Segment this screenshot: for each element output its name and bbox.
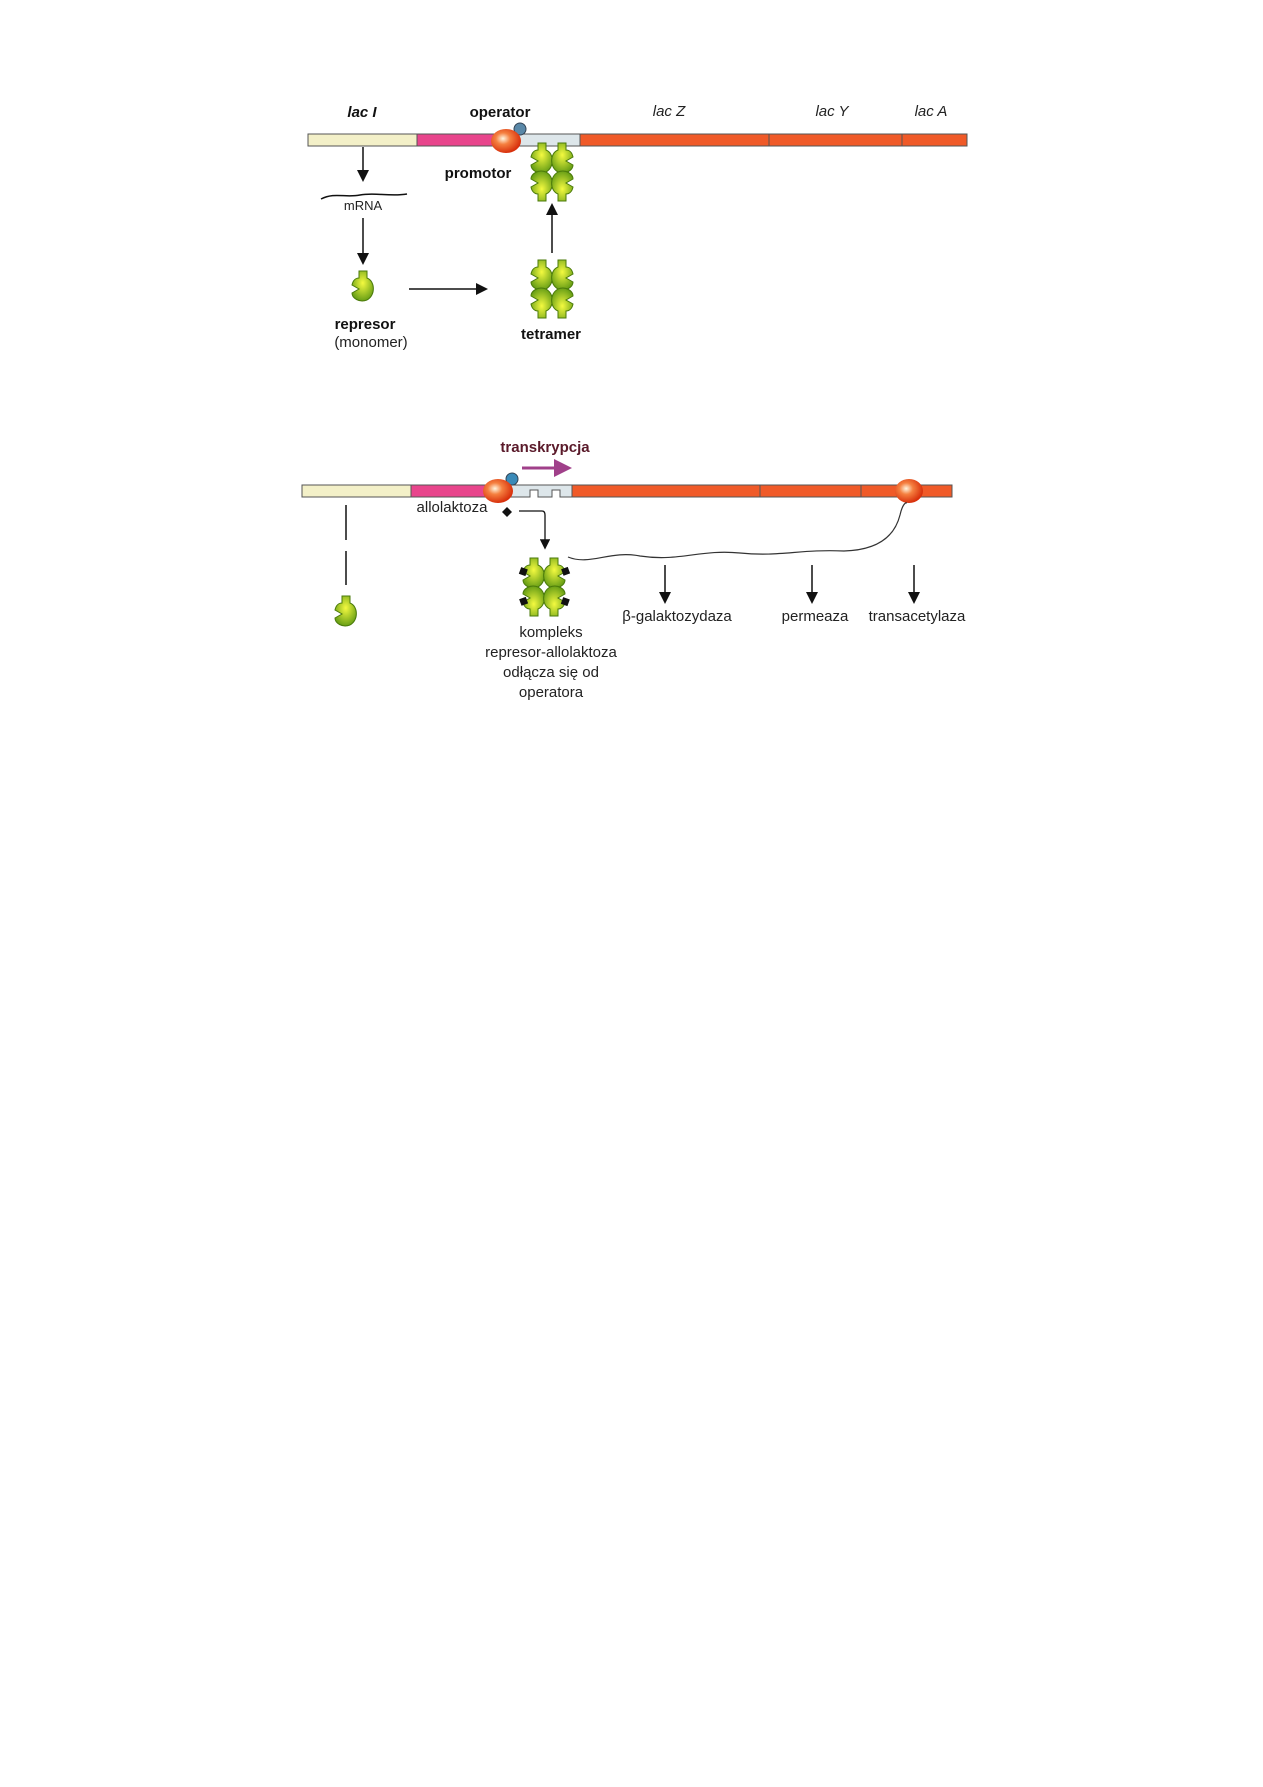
mrna-label: mRNA	[344, 198, 383, 213]
polymerase-sigma-dot	[513, 122, 527, 136]
repressor-allolactose-complex	[518, 558, 571, 616]
promoter-segment	[410, 484, 492, 498]
operator-label: operator	[470, 104, 531, 121]
lacz-gene-segment	[579, 133, 770, 147]
lacy-gene-segment	[759, 484, 862, 498]
monomer-label: (monomer)	[334, 334, 407, 351]
complex-caption-line4: operatora	[519, 684, 584, 701]
lac-z-label: lac Z	[653, 103, 686, 120]
complex-caption-line1: kompleks	[519, 624, 582, 641]
repressor-tetramer	[531, 260, 573, 318]
lac-i-label: lac I	[347, 104, 377, 121]
dna-strand-induced	[301, 484, 953, 498]
repressor-monomer	[351, 270, 374, 302]
polycistronic-mrna	[567, 502, 908, 561]
lac-y-label: lac Y	[815, 103, 849, 120]
lacz-gene-segment	[571, 484, 761, 498]
arrow-allolactose-binding	[519, 510, 551, 550]
laci-gene-segment	[301, 484, 412, 498]
repressor-monomer	[334, 595, 357, 627]
polymerase-sigma-dot	[505, 472, 519, 486]
tetramer-label: tetramer	[521, 326, 581, 343]
lacy-gene-segment	[768, 133, 903, 147]
permeaza-label: permeaza	[782, 608, 849, 625]
transkrypcja-label: transkrypcja	[500, 439, 590, 456]
transacetylaza-label: transacetylaza	[869, 608, 966, 625]
rna-polymerase	[491, 129, 521, 153]
lac-a-label: lac A	[915, 103, 948, 120]
represor-label: represor	[335, 316, 396, 333]
repressed-state-panel: lac I operator lac Z lac Y lac A promoto…	[307, 103, 968, 351]
laci-gene-segment	[307, 133, 418, 147]
allolactose-diamond-icon	[502, 507, 512, 517]
beta-galaktozydaza-label: β-galaktozydaza	[622, 608, 732, 625]
bound-repressor-tetramer	[531, 143, 573, 201]
rna-polymerase	[483, 479, 513, 503]
dna-strand	[307, 133, 968, 147]
laca-gene-segment	[901, 133, 968, 147]
mrna-wave	[320, 193, 408, 200]
transcribing-polymerase	[895, 479, 923, 503]
complex-caption-line3: odłącza się od	[503, 664, 599, 681]
allolaktoza-label: allolaktoza	[417, 499, 489, 516]
induced-state-panel: transkrypcja allolaktoza β-gal	[301, 439, 966, 701]
complex-caption-line2: represor-allolaktoza	[485, 644, 617, 661]
promotor-label: promotor	[445, 165, 512, 182]
promoter-segment	[416, 133, 498, 147]
